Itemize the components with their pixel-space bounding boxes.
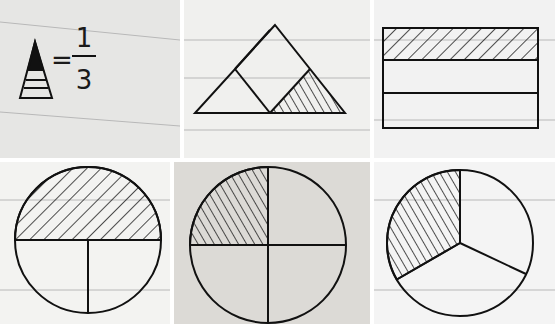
fraction-denominator: 3 [76,67,93,93]
fraction-numerator: 1 [76,25,93,51]
equals-sign: = [51,47,73,73]
